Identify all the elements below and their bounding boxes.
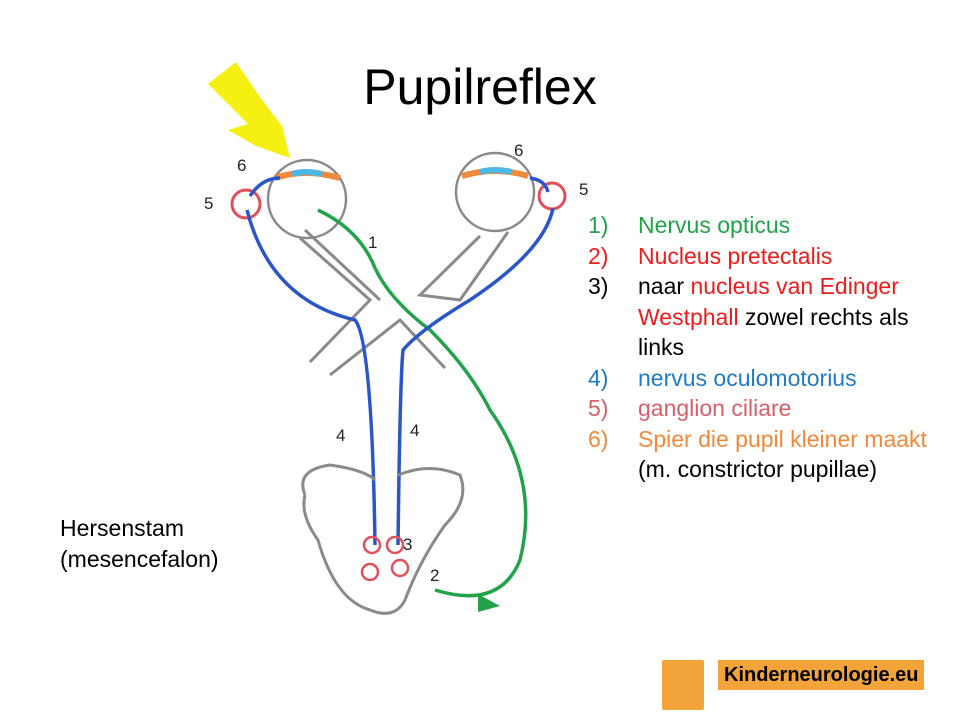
logo-icon bbox=[662, 660, 704, 710]
legend-text-part: nervus oculomotorius bbox=[638, 364, 857, 391]
right-ganglion-ciliare bbox=[537, 181, 567, 211]
label-2: 2 bbox=[430, 566, 440, 585]
right-eye bbox=[454, 151, 536, 233]
legend-text-part: Nervus opticus bbox=[638, 212, 791, 238]
legend-number: 5) bbox=[588, 395, 609, 421]
legend-text-part: zowel rechts als links bbox=[638, 303, 909, 361]
left-pupil-muscle-inner bbox=[291, 169, 323, 177]
legend-text: Nucleus pretectalis bbox=[638, 241, 958, 272]
optic-chiasm-outline bbox=[299, 228, 510, 377]
pretectal-right bbox=[390, 558, 410, 578]
legend-text: Spier die pupil kleiner maakt (m. constr… bbox=[638, 424, 958, 485]
left-ganglion-ciliare bbox=[230, 188, 262, 220]
edinger-westphal-left bbox=[362, 535, 382, 555]
legend-text-part: (m. constrictor pupillae) bbox=[638, 456, 878, 482]
legend-text: Nervus opticus bbox=[638, 210, 958, 241]
label-6-left: 6 bbox=[237, 156, 247, 175]
legend-text: naar nucleus van Edinger Westphall zowel… bbox=[638, 271, 958, 363]
optic-nerve-arrowhead bbox=[478, 594, 500, 612]
legend-text-part: ganglion ciliare bbox=[638, 395, 792, 421]
legend-number: 2) bbox=[588, 242, 609, 269]
label-4-left: 4 bbox=[336, 426, 346, 445]
legend-item: 6) Spier die pupil kleiner maakt (m. cons… bbox=[588, 424, 958, 485]
legend-text: nervus oculomotorius bbox=[638, 363, 958, 394]
brainstem-caption-line: Hersenstam bbox=[60, 515, 184, 541]
legend-item: 2) Nucleus pretectalis bbox=[588, 241, 958, 272]
optic-nerve bbox=[317, 208, 528, 598]
page-title: Pupilreflex bbox=[363, 59, 597, 115]
right-oculomotor-nerve bbox=[396, 176, 555, 546]
label-3: 3 bbox=[403, 535, 413, 554]
left-oculomotor-nerve bbox=[245, 176, 377, 546]
legend-text-part: nucleus van Edinger Westphall bbox=[638, 273, 899, 330]
pretectal-left bbox=[360, 562, 380, 582]
right-pupil-muscle-inner bbox=[479, 167, 513, 175]
brainstem-caption-line: (mesencefalon) bbox=[60, 546, 219, 572]
legend-item: 5) ganglion ciliare bbox=[588, 393, 958, 424]
legend-number: 4) bbox=[588, 364, 609, 391]
legend-item: 1) Nervus opticus bbox=[588, 210, 958, 241]
brainstem-outline bbox=[301, 463, 465, 615]
legend-number: 3) bbox=[588, 273, 609, 299]
legend-item: 4) nervus oculomotorius bbox=[588, 363, 958, 394]
legend-number: 1) bbox=[588, 212, 609, 238]
legend-number: 6) bbox=[588, 425, 609, 452]
logo-text: Kinderneurologie.eu bbox=[718, 660, 925, 690]
legend-text: ganglion ciliare bbox=[638, 393, 958, 424]
label-5-right: 5 bbox=[579, 180, 589, 199]
yellow-arrow-icon bbox=[208, 62, 290, 158]
label-4-right: 4 bbox=[410, 421, 420, 440]
label-5-left: 5 bbox=[204, 194, 214, 213]
legend-item: 3) naar nucleus van Edinger Westphall zow… bbox=[588, 271, 958, 363]
label-1: 1 bbox=[368, 233, 378, 252]
label-6-right: 6 bbox=[514, 141, 524, 160]
legend-text-part: naar bbox=[638, 273, 691, 299]
legend-list: 1) Nervus opticus 2) Nucleus pretectalis 3) n… bbox=[588, 210, 958, 485]
legend-text-part: Nucleus pretectalis bbox=[638, 242, 833, 269]
brainstem-caption: Hersenstam (mesencefalon) bbox=[60, 513, 219, 575]
left-eye bbox=[266, 158, 348, 240]
legend-text-part: Spier die pupil kleiner maakt bbox=[638, 425, 927, 452]
edinger-westphal-right bbox=[385, 535, 405, 555]
